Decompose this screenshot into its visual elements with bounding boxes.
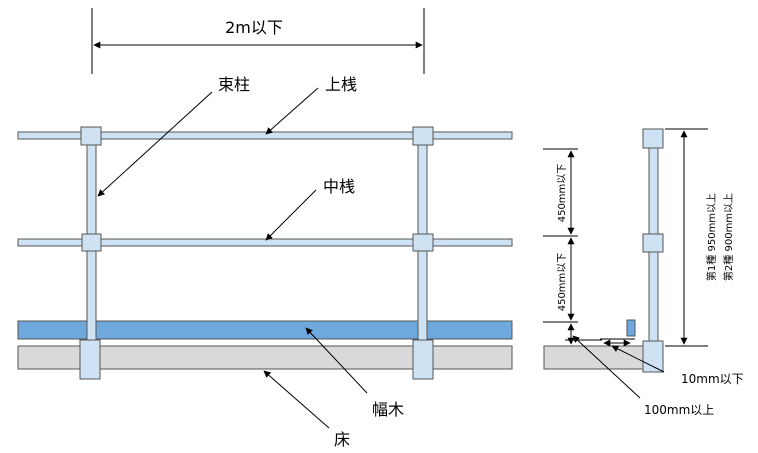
mid-rail [17, 238, 513, 247]
side-top-rail-end [642, 128, 664, 149]
post-label: 束柱 [218, 75, 250, 94]
right-base [412, 339, 434, 380]
mid-rail-label: 中桟 [323, 177, 355, 196]
left-base [79, 339, 101, 380]
side-mid-rail-end [642, 233, 664, 253]
toe-board [17, 320, 513, 340]
toe-board-label: 幅木 [372, 400, 404, 419]
toe-height-label: 100mm以上 [644, 403, 714, 417]
left-mid-clamp [81, 233, 102, 252]
toe-gap-leader [611, 345, 665, 373]
right-top-clamp [412, 126, 434, 146]
top-rail-leader [265, 87, 319, 135]
width-dimension-label: 2m以下 [225, 18, 283, 37]
right-mid-clamp [412, 233, 434, 252]
height-type1-label: 第1種 950mm以上 [705, 193, 718, 281]
upper-gap-label: 450mm以下 [557, 164, 568, 223]
side-floor [543, 345, 644, 370]
floor-label: 床 [334, 430, 350, 449]
floor-leader [263, 370, 330, 429]
toe-gap-label: 10mm以下 [681, 372, 744, 386]
front-view: 2m以下 束柱 上桟 中桟 幅木 床 [17, 8, 513, 449]
height-type2-label: 第2種 900mm以上 [722, 193, 735, 281]
post-leader [97, 91, 213, 197]
left-top-clamp [80, 126, 102, 146]
side-toe-board [626, 319, 636, 337]
toe-height-leader [572, 335, 641, 399]
toe-board-leader [305, 327, 368, 394]
mid-rail-leader [265, 189, 317, 241]
top-rail [17, 131, 513, 140]
lower-gap-label: 450mm以下 [557, 253, 568, 312]
side-view: 450mm以下 450mm以下 第1種 950mm以上 第2種 900mm以上 … [543, 128, 744, 417]
side-base [642, 340, 664, 373]
floor-slab [17, 345, 513, 370]
top-rail-label: 上桟 [325, 75, 357, 94]
